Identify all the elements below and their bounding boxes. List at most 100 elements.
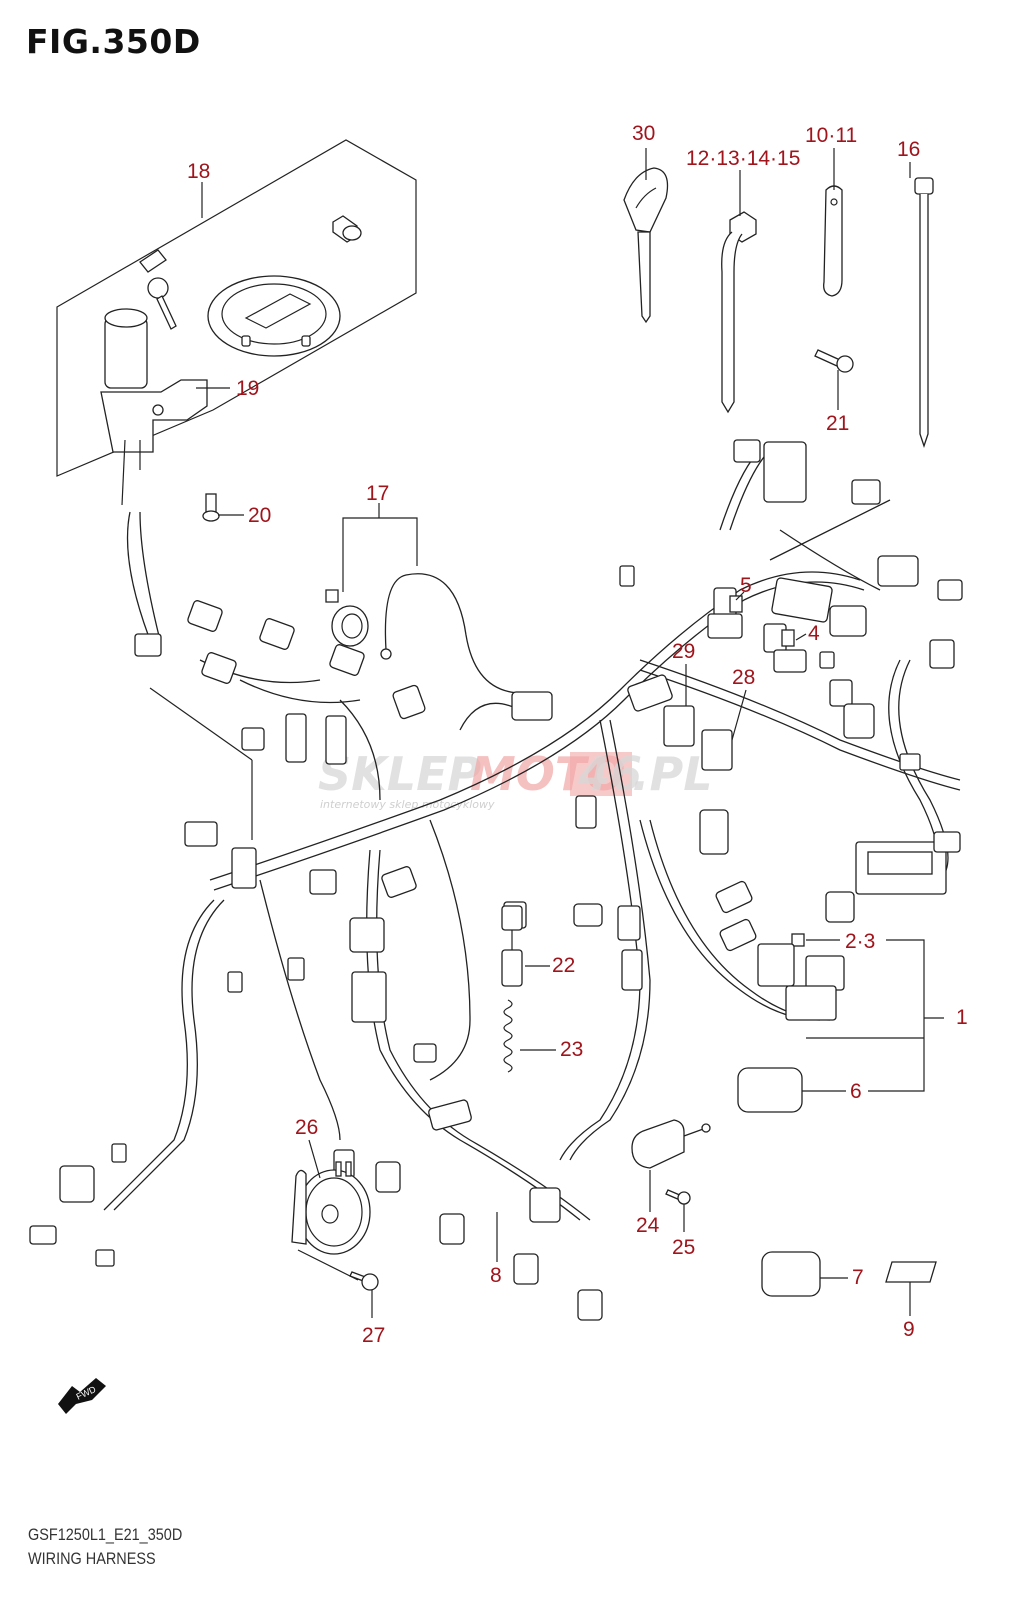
connector[interactable] xyxy=(763,441,807,503)
connector[interactable] xyxy=(95,1249,115,1267)
connector[interactable] xyxy=(851,479,881,505)
connector[interactable] xyxy=(899,753,921,771)
relay-cover-6[interactable] xyxy=(737,1067,803,1113)
ignition-switch[interactable] xyxy=(100,308,208,506)
connector[interactable] xyxy=(937,579,963,601)
callout-7: 7 xyxy=(852,1266,864,1289)
fuse-box[interactable] xyxy=(855,831,961,895)
connector[interactable] xyxy=(621,949,643,991)
cable-tie[interactable] xyxy=(914,177,934,449)
screw-25[interactable] xyxy=(665,1189,691,1205)
callout-20: 19 xyxy=(236,377,259,400)
harness-connectors xyxy=(29,439,963,1321)
connector[interactable] xyxy=(627,674,673,712)
fuel-cap[interactable] xyxy=(207,275,341,357)
screw-17[interactable] xyxy=(814,349,854,373)
callout-26: 26 xyxy=(295,1116,318,1139)
connector[interactable] xyxy=(134,633,162,657)
relay-cover-7[interactable] xyxy=(761,1251,821,1297)
connector[interactable] xyxy=(59,1165,95,1203)
connector[interactable] xyxy=(231,847,257,889)
ground-clamp[interactable] xyxy=(823,185,843,297)
connector[interactable] xyxy=(719,918,757,952)
connector[interactable] xyxy=(349,917,385,953)
connector[interactable] xyxy=(715,880,753,914)
callout-5: 5 xyxy=(740,574,752,597)
relay-28[interactable] xyxy=(701,729,733,771)
connector[interactable] xyxy=(771,577,833,623)
horn-26[interactable] xyxy=(291,1161,371,1255)
switch-22[interactable] xyxy=(501,905,523,987)
connector[interactable] xyxy=(513,1253,539,1285)
callout-19: 18 xyxy=(187,160,210,183)
callout-4: 4 xyxy=(808,622,820,645)
brake-switch-24[interactable] xyxy=(631,1119,711,1169)
connector[interactable] xyxy=(428,1099,472,1131)
connector[interactable] xyxy=(111,1143,127,1163)
fuse-2-3[interactable] xyxy=(791,933,805,947)
watermark: SKLEP MOTO 46 .PL internetowy sklep moto… xyxy=(318,747,713,811)
callout-24: 24 xyxy=(636,1214,660,1237)
ground-wire-18[interactable] xyxy=(380,573,527,694)
ignition-key[interactable] xyxy=(623,167,669,324)
fwd-arrow-icon: FWD xyxy=(58,1378,106,1414)
connector[interactable] xyxy=(819,651,835,669)
bolt-27[interactable] xyxy=(349,1271,379,1291)
watermark-badge xyxy=(570,752,632,796)
connector[interactable] xyxy=(309,869,337,895)
callout-8: 8 xyxy=(490,1264,502,1287)
connector[interactable] xyxy=(929,639,955,669)
connector[interactable] xyxy=(201,652,237,685)
connector[interactable] xyxy=(329,644,365,677)
seat-lock-cylinder[interactable] xyxy=(332,215,362,243)
connector[interactable] xyxy=(413,1043,437,1063)
connector[interactable] xyxy=(843,703,875,739)
panel-key xyxy=(139,249,177,330)
relay-box[interactable] xyxy=(757,943,845,1021)
connector[interactable] xyxy=(573,903,603,927)
callout-17: 21 xyxy=(826,412,849,435)
connector[interactable] xyxy=(287,957,305,981)
connector[interactable] xyxy=(381,866,417,899)
callout-22: 22 xyxy=(552,954,575,977)
harness-clamp-18[interactable] xyxy=(325,589,369,647)
connector[interactable] xyxy=(259,618,295,651)
cable-clamp[interactable] xyxy=(721,211,757,414)
connector[interactable] xyxy=(184,821,218,847)
fuse-4[interactable] xyxy=(763,623,807,673)
relay-29[interactable] xyxy=(663,705,695,747)
connector[interactable] xyxy=(733,439,761,463)
connector[interactable] xyxy=(392,684,426,720)
connector[interactable] xyxy=(577,1289,603,1321)
connector[interactable] xyxy=(351,971,387,1023)
connector[interactable] xyxy=(575,795,597,829)
figure-code: GSF1250L1_E21_350D xyxy=(28,1525,183,1544)
connector[interactable] xyxy=(241,727,265,751)
connector[interactable] xyxy=(227,971,243,993)
watermark-tagline: internetowy sklep motocyklowy xyxy=(320,798,495,811)
connector[interactable] xyxy=(825,891,855,923)
connector[interactable] xyxy=(829,605,867,637)
spring-23[interactable] xyxy=(503,999,513,1073)
connector[interactable] xyxy=(699,809,729,855)
connector[interactable] xyxy=(187,600,223,633)
main-wiring-harness[interactable] xyxy=(103,449,961,1221)
bolt-21[interactable] xyxy=(202,493,220,522)
callout-25: 25 xyxy=(672,1236,695,1259)
connector[interactable] xyxy=(617,905,641,941)
connector[interactable] xyxy=(325,715,347,765)
callout-6: 6 xyxy=(850,1080,862,1103)
connector[interactable] xyxy=(529,1187,561,1223)
connector[interactable] xyxy=(375,1161,401,1193)
connector[interactable] xyxy=(511,691,553,721)
connector[interactable] xyxy=(877,555,919,587)
callout-16: 16 xyxy=(897,138,920,161)
pad-9[interactable] xyxy=(885,1261,937,1283)
fuse-5[interactable] xyxy=(707,587,743,639)
connector[interactable] xyxy=(619,565,635,587)
connector[interactable] xyxy=(439,1213,465,1245)
connector[interactable] xyxy=(829,679,853,707)
connector[interactable] xyxy=(29,1225,57,1245)
connector[interactable] xyxy=(285,713,307,763)
